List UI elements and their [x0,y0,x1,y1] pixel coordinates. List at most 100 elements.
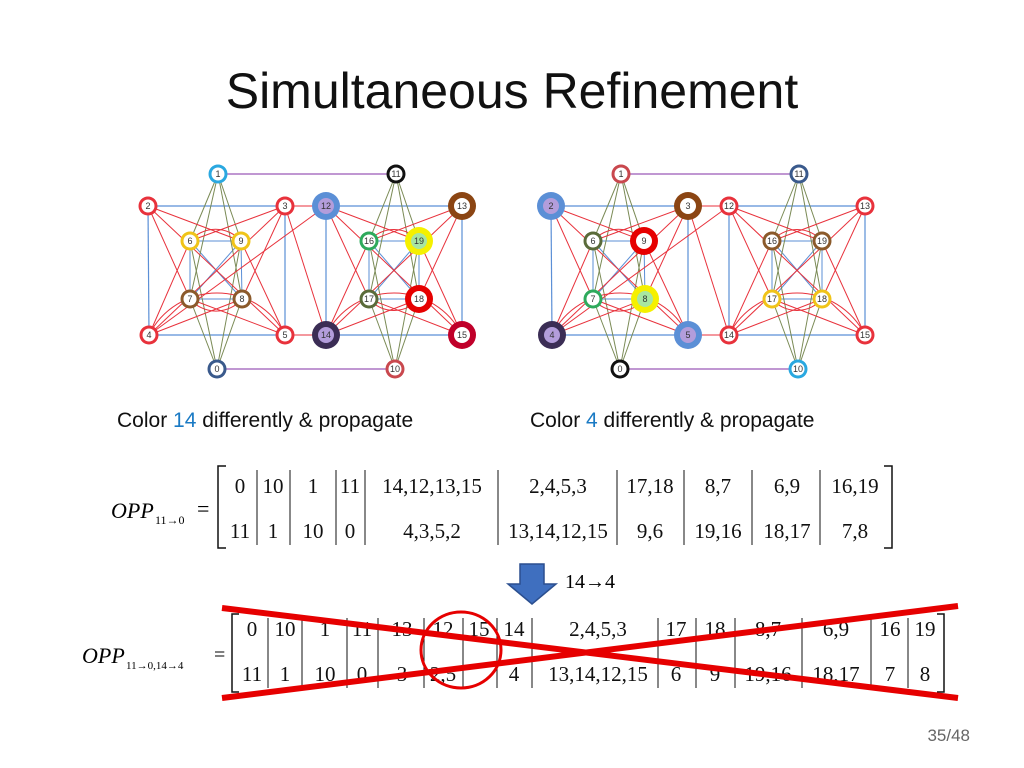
node-core [858,199,872,213]
node-core [362,234,376,248]
node-label: 14 [321,330,331,340]
graph-node-left-17: 17 [359,289,379,309]
node-core [613,362,627,376]
graph-edge [550,205,645,242]
graph-node-left-19: 19 [405,227,433,255]
graph-edge [368,298,396,370]
graph-edge [592,298,689,336]
node-label: 12 [724,201,734,211]
graph-edge [592,173,622,300]
graph-node-left-12: 12 [312,192,340,220]
matrix-top-cell: 2,4,5,3 [569,617,627,641]
matrix-bottom-cell: 10 [315,662,336,686]
graph-edge [797,240,823,370]
node-label: 6 [187,236,192,246]
node-label: 4 [146,330,151,340]
graph-edge [189,240,218,370]
graph-edge [550,205,553,336]
node-core [680,198,696,214]
graph-edge [771,298,866,336]
graph-node-right-14: 14 [719,325,739,345]
graph-edge [148,205,286,336]
node-label: 1 [215,169,220,179]
node-label: 4 [549,330,554,340]
graph-edge [189,173,219,300]
graph-node-left-18: 18 [405,285,433,313]
node-core [210,362,224,376]
graph-node-left-3: 3 [275,196,295,216]
matrix-bottom-cell: 19,16 [694,519,741,543]
graph-edge [284,205,327,336]
node-label: 5 [282,330,287,340]
node-label: 7 [590,294,595,304]
matrix-top-cell: 6,9 [774,474,800,498]
eq1-right-bracket [884,465,893,549]
caption-right-prefix: Color [530,409,587,432]
caption-right: Color 4 differently & propagate [530,409,814,433]
graph-edge [148,240,191,336]
graph-node-left-0: 0 [207,359,227,379]
node-core [637,291,653,307]
node-label: 19 [817,236,827,246]
node-label: 17 [767,294,777,304]
eq1-subscript: 11→0 [155,513,185,527]
graph-edge [619,240,645,370]
graph-edge [189,205,286,242]
graph-edge [148,298,243,336]
caption-right-highlight: 4 [586,409,598,432]
highlight-circle [419,610,503,690]
node-core [235,292,249,306]
node-core [792,167,806,181]
node-core [791,362,805,376]
graph-node-right-15: 15 [855,325,875,345]
graph-edge [147,205,191,300]
graph-node-right-0: 0 [610,359,630,379]
node-core [636,233,652,249]
node-core [142,328,156,342]
graph-edge [551,205,730,336]
eq2-equals: = [214,644,225,666]
node-core [722,328,736,342]
node-core [586,234,600,248]
matrix-bottom-cell: 7 [885,662,896,686]
node-label: 2 [548,201,553,211]
node-label: 8 [239,294,244,304]
graph-edge [798,173,823,242]
graph-edge [325,205,370,300]
node-core [858,328,872,342]
graph-edge [592,298,621,370]
node-label: 0 [214,364,219,374]
graph-edge [418,240,463,336]
eq2-left-bracket [231,613,239,693]
graph-edge [797,298,823,370]
graph-edge [368,173,397,300]
matrix-top-cell: 16 [880,617,901,641]
graph-node-right-10: 10 [788,359,808,379]
matrix-top-cell: 11 [340,474,360,498]
graph-edge [189,173,219,242]
matrix-bottom-cell: 1 [280,662,291,686]
node-label: 18 [817,294,827,304]
graph-arc [325,292,463,336]
matrix-bottom-cell: 0 [345,519,356,543]
graph-edge [643,240,689,336]
matrix-top-cell: 14 [504,617,526,641]
graph-node-right-18: 18 [812,289,832,309]
graph-edge [551,298,646,336]
graph-edge [325,298,420,336]
graph-edge [241,205,286,300]
node-label: 9 [641,236,646,246]
graph-edge [147,205,242,242]
graph-node-right-5: 5 [674,321,702,349]
red-cross-out [221,603,959,701]
graph-edge [147,205,150,336]
matrix-top-cell: 8,7 [705,474,731,498]
graph-edge [240,240,286,336]
graph-node-left-14: 14 [312,321,340,349]
node-core [278,328,292,342]
refine-arrow: 14→4 [505,563,615,605]
graph-node-left-9: 9 [231,231,251,251]
node-label: 5 [685,330,690,340]
graph-node-right-16: 16 [762,231,782,251]
